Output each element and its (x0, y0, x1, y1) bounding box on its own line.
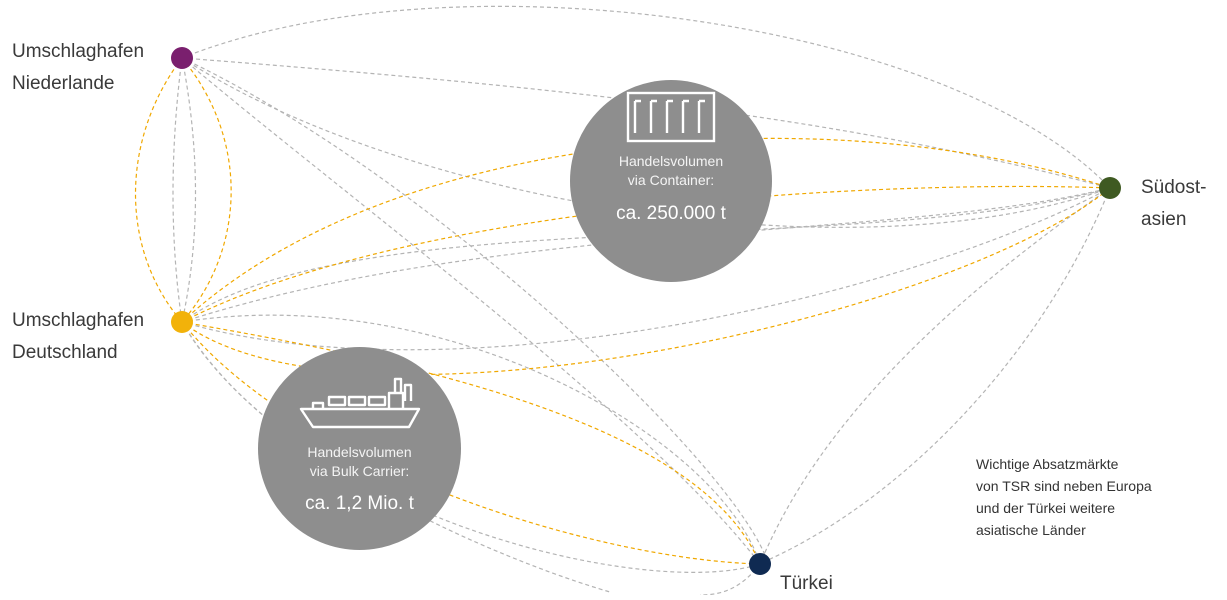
container-icon (570, 90, 772, 149)
route-de-suedostasien-orange-c (181, 187, 1111, 376)
node-suedostasien-line2: asien (1141, 209, 1187, 230)
bubble-container-caption: Handelsvolumen via Container: (570, 152, 772, 190)
note-line3: und der Türkei weitere (976, 500, 1116, 516)
route-de-suedostasien-orange-a (181, 137, 1111, 323)
route-nl-tuerkei-b (181, 57, 766, 556)
route-nl-suedostasien-top (181, 5, 1111, 189)
route-nl-de-gray-b (181, 57, 197, 323)
bubble-bulk-amount: ca. 1,2 Mio. t (305, 493, 414, 514)
node-deutschland-dot[interactable] (171, 311, 193, 333)
route-de-tuerkei-gray-c (181, 314, 761, 565)
node-deutschland-line1: Umschlaghafen (12, 310, 145, 331)
route-de-tuerkei-orange-a (181, 321, 761, 565)
note-line2: von TSR sind neben Europa (976, 478, 1152, 494)
route-nl-de-gray-a (172, 57, 183, 323)
bubble-container-volume: Handelsvolumen via Container: ca. 250.00… (570, 80, 772, 282)
node-suedostasien-dot[interactable] (1099, 177, 1121, 199)
bubble-container-caption2: via Container: (627, 172, 715, 188)
bubble-bulk-caption1: Handelsvolumen (307, 444, 412, 460)
bubble-bulk-caption2: via Bulk Carrier: (309, 463, 410, 479)
node-tuerkei-label: Türkei (780, 568, 833, 600)
node-suedostasien-line1: Südost- (1141, 177, 1207, 198)
route-nl-tuerkei-a (181, 57, 761, 565)
bubble-bulk-caption: Handelsvolumen via Bulk Carrier: (258, 443, 461, 481)
note-line4: asiatische Länder (976, 522, 1086, 538)
node-niederlande-line1: Umschlaghafen (12, 41, 145, 62)
node-deutschland-label: Umschlaghafen Deutschland (12, 305, 144, 369)
node-tuerkei-line1: Türkei (780, 573, 833, 594)
node-deutschland-line2: Deutschland (12, 342, 118, 363)
bubble-container-amount: ca. 250.000 t (616, 203, 726, 224)
route-nl-de-orange-b (181, 57, 232, 323)
note-text: Wichtige Absatzmärkte von TSR sind neben… (976, 453, 1152, 541)
bubble-bulk-volume: Handelsvolumen via Bulk Carrier: ca. 1,2… (258, 347, 461, 550)
route-de-tuerkei-orange-b (181, 321, 761, 565)
bubble-container-caption1: Handelsvolumen (618, 153, 724, 169)
route-suedostasien-tuerkei-a (759, 187, 1111, 565)
node-niederlande-dot[interactable] (171, 47, 193, 69)
ship-icon (258, 371, 461, 436)
node-niederlande-line2: Niederlande (12, 73, 115, 94)
note-line1: Wichtige Absatzmärkte (976, 456, 1119, 472)
node-tuerkei-dot[interactable] (749, 553, 771, 575)
node-niederlande-label: Umschlaghafen Niederlande (12, 36, 144, 100)
route-suedostasien-tuerkei-b (767, 187, 1111, 561)
node-suedostasien-label: Südost- asien (1141, 172, 1206, 236)
route-nl-de-orange-a (134, 57, 183, 323)
route-de-tuerkei-gray-b (181, 321, 761, 573)
